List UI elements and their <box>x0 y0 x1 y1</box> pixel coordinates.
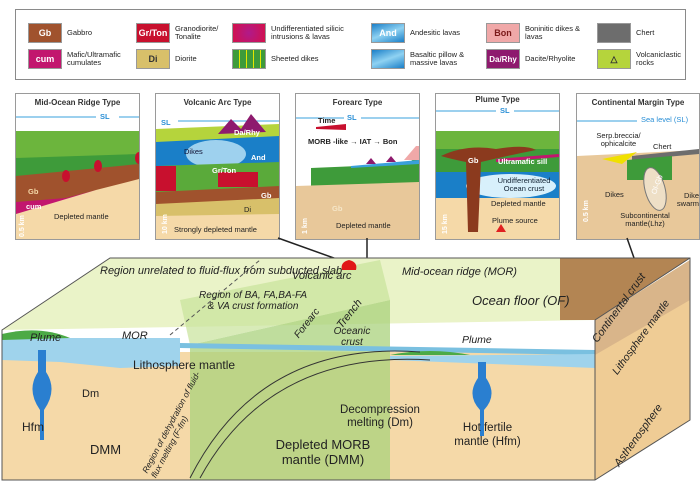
ocean-floor-label: Ocean floor (OF) <box>472 293 570 308</box>
panel-title: Plume Type <box>475 95 520 104</box>
legend-item-boninitic: Bon Boninitic dikes & lavas <box>486 23 587 43</box>
sea-level-label: SL <box>100 112 110 121</box>
hfm-label: Hfm <box>22 420 44 434</box>
gabbro-swatch: Gb <box>28 23 62 43</box>
magma-sequence-label: MORB -like → IAT → Bon <box>308 137 398 146</box>
mor-right-label: Mid-ocean ridge (MOR) <box>402 266 517 278</box>
andesitic-swatch: And <box>371 23 405 43</box>
depleted-mantle-label: Depleted mantle <box>336 221 391 230</box>
depleted-mantle-label: Depleted mantle <box>54 212 109 221</box>
sheeted-dikes-swatch <box>232 49 266 69</box>
sea-level-label: Sea level (SL) <box>641 115 689 124</box>
boninitic-swatch: Bon <box>486 23 520 43</box>
chert-label: Chert <box>653 142 672 151</box>
dikes-label: Dikes <box>605 190 624 199</box>
mor-section-graphic <box>16 116 139 239</box>
dm-label: Dm <box>82 388 100 400</box>
serp-breccia-label: Serp.breccia/ ophicalcite <box>596 131 641 148</box>
plume-source-label: Plume source <box>492 216 538 225</box>
panel-title: Mid-Ocean Ridge Type <box>34 98 121 107</box>
undifferentiated-crust-label: Undifferentiated Ocean crust <box>497 176 551 193</box>
plume-right-label: Plume <box>462 334 492 346</box>
forearc-section-graphic <box>296 117 419 239</box>
volcano-marker-icon <box>341 260 357 270</box>
oceanic-crust-label: Oceanic crust <box>333 326 371 348</box>
lithosphere-mantle-label: Lithosphere mantle <box>133 358 236 372</box>
legend-item-granodiorite: Gr/Ton Granodiorite/ Tonalite <box>136 23 227 43</box>
panel-plume: Plume Type SL Gb Ultramafic sill Undiffe… <box>435 93 560 240</box>
depleted-mantle-label: Depleted mantle <box>491 199 546 208</box>
legend-label: Andesitic lavas <box>410 28 461 37</box>
diorite-label: Di <box>244 205 252 214</box>
ultramafic-sill-label: Ultramafic sill <box>498 157 548 166</box>
cumulates-label: cum <box>26 202 42 211</box>
panel-forearc: Forearc Type SL Time MORB -like → IAT → … <box>295 93 420 240</box>
legend-item-cumulates: cum Mafic/Ultramafic cumulates <box>28 49 137 69</box>
diorite-swatch: Di <box>136 49 170 69</box>
silicic-swatch <box>232 23 266 43</box>
continental-section-graphic <box>577 120 699 239</box>
legend-label: Diorite <box>175 54 197 63</box>
legend-label: Mafic/Ultramafic cumulates <box>67 50 121 67</box>
decompression-melting-label: Decompression melting (Dm) <box>340 404 420 429</box>
legend-item-basaltic: Basaltic pillow & massive lavas <box>371 49 480 69</box>
hot-fertile-mantle-label: Hot fertile mantle (Hfm) <box>454 422 521 448</box>
dmm-label: DMM <box>90 442 122 457</box>
granodiorite-label: Gr/Ton <box>212 166 237 175</box>
legend-item-diorite: Di Diorite <box>136 49 197 69</box>
chert-swatch <box>597 23 631 43</box>
sea-level-label: SL <box>347 113 357 122</box>
legend-item-andesitic: And Andesitic lavas <box>371 23 460 43</box>
volcaniclastic-swatch: △ <box>597 49 631 69</box>
granodiorite-swatch: Gr/Ton <box>136 23 170 43</box>
legend-item-gabbro: Gb Gabbro <box>28 23 92 43</box>
legend-item-chert: Chert <box>597 23 654 43</box>
gabbro-label: Gb <box>332 204 343 213</box>
gabbro-label: Gb <box>468 156 479 165</box>
panel-title: Volcanic Arc Type <box>183 98 252 107</box>
strongly-depleted-label: Strongly depleted mantle <box>174 225 257 234</box>
legend-label: Dacite/Rhyolite <box>525 54 576 63</box>
region-ba-label: Region of BA, FA,BA-FA & VA crust format… <box>198 290 307 312</box>
depleted-morb-label: Depleted MORB mantle (DMM) <box>275 437 371 467</box>
arc-section-graphic <box>156 114 279 239</box>
legend-item-silicic: Undifferentiated silicic intrusions & la… <box>232 23 371 43</box>
legend-item-dacite: Da/Rhy Dacite/Rhyolite <box>486 49 575 69</box>
mor-left-label: MOR <box>122 330 148 342</box>
legend-label: Basaltic pillow & massive lavas <box>410 50 465 67</box>
panel-mid-ocean-ridge: Mid-Ocean Ridge Type SL Gb cum Depleted … <box>15 93 140 240</box>
time-label: Time <box>318 116 336 125</box>
basaltic-swatch <box>371 49 405 69</box>
dacite-swatch: Da/Rhy <box>486 49 520 69</box>
plume-section-graphic <box>436 110 559 239</box>
panel-title: Forearc Type <box>332 98 383 107</box>
legend-label: Chert <box>636 28 655 37</box>
sea-level-label: SL <box>161 118 171 127</box>
plume-left-label: Plume <box>30 332 62 344</box>
dike-swarm-label: Dike swarm <box>676 191 699 208</box>
gabbro-label: Gb <box>261 191 272 200</box>
region-unrelated-label: Region unrelated to fluid-flux from subd… <box>100 265 342 278</box>
volcanic-arc-label: Volcanic arc <box>292 270 352 282</box>
legend-item-volcaniclastic: △ Volcaniclastic rocks <box>597 49 696 69</box>
panel-continental-margin: Continental Margin Type Sea level (SL) S… <box>576 93 700 240</box>
gabbro-label: Gb <box>28 187 39 196</box>
sea-level-label: SL <box>500 106 510 115</box>
dikes-label: Dikes <box>184 147 203 156</box>
panel-title: Continental Margin Type <box>591 98 685 107</box>
legend-label: Boninitic dikes & lavas <box>525 24 581 41</box>
cumulates-swatch: cum <box>28 49 62 69</box>
legend-label: Undifferentiated silicic intrusions & la… <box>271 24 344 41</box>
legend-label: Granodiorite/ Tonalite <box>175 24 219 41</box>
andesitic-label: And <box>251 153 266 162</box>
subcontinental-mantle-label: Subcontinental mantle(Lhz) <box>620 211 670 228</box>
legend-label: Sheeted dikes <box>271 54 319 63</box>
legend-label: Gabbro <box>67 28 93 37</box>
panel-volcanic-arc: Volcanic Arc Type SL Da/Rhy Dikes And Gr… <box>155 93 280 240</box>
legend-label: Volcaniclastic rocks <box>636 50 682 67</box>
dacite-label: Da/Rhy <box>234 128 260 137</box>
legend-item-sheeted-dikes: Sheeted dikes <box>232 49 319 69</box>
legend: Gb Gabbro cum Mafic/Ultramafic cumulates… <box>15 9 686 80</box>
